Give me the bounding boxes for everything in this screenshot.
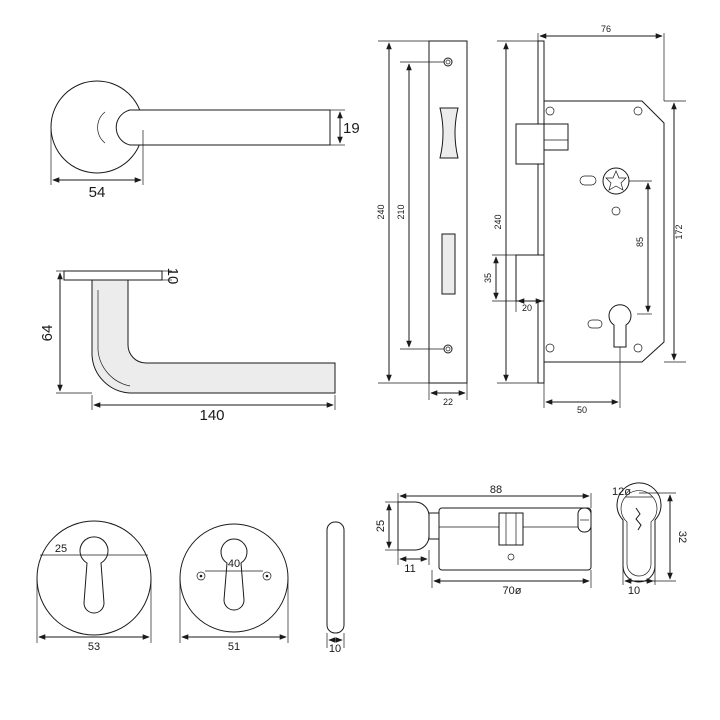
dim-lockbody-inner-label: 172 <box>674 224 684 239</box>
cylinder-view: 88 25 11 70ø <box>375 484 592 597</box>
dim-profile-width-label: 10 <box>628 585 640 597</box>
lever-handle-side <box>91 279 336 394</box>
lever-neck <box>97 111 106 144</box>
dim-lever-thickness-label: 19 <box>343 120 360 137</box>
lever-side-view: 10 64 140 <box>39 268 336 424</box>
faceplate-view: 240 210 22 <box>376 40 468 407</box>
dim-latch-width-label: 20 <box>522 303 532 313</box>
lockbody-deadbolt <box>515 254 545 302</box>
lockbody-case <box>543 100 665 363</box>
dim-faceplate-height-label: 240 <box>376 204 386 219</box>
escutcheon-side: 10 <box>326 521 345 655</box>
faceplate-bolt-slot <box>441 233 456 295</box>
cylinder-thumbturn-neck <box>428 512 440 540</box>
dim-profile-height-label: 32 <box>676 531 688 543</box>
dim-lockbody-height-label: 240 <box>493 214 503 229</box>
dim-backset-label: 50 <box>577 405 587 415</box>
escutcheon-side-profile <box>326 521 345 634</box>
dim-lever-width-label: 54 <box>89 184 106 201</box>
cylinder-profile: 12ø 32 10 <box>612 482 688 597</box>
dim-cylinder-diameter-label: 12ø <box>612 486 631 498</box>
dim-lever-length-label: 140 <box>199 407 224 424</box>
dim-screw-diameter-label: 51 <box>228 641 240 653</box>
dim-euro-diameter-label: 53 <box>88 641 100 653</box>
faceplate-latch-slot <box>439 107 459 159</box>
lockbody-latch <box>515 123 545 165</box>
screw-escutcheon: 40 51 <box>179 523 289 653</box>
side-rose-plate <box>63 270 163 281</box>
key-cut-icon <box>635 507 642 531</box>
dim-lever-height-label: 64 <box>39 325 56 342</box>
euro-keyhole <box>79 536 109 614</box>
lockbody-view: 76 240 172 85 35 20 50 <box>483 24 686 415</box>
dim-lockbody-center-label: 85 <box>635 237 645 247</box>
dim-screw-spacing-label: 40 <box>228 558 240 570</box>
lever-handle-top <box>115 109 331 146</box>
dim-knob-height-label: 25 <box>375 520 387 532</box>
spindle-hub <box>602 167 630 195</box>
dim-latch-height-label: 35 <box>483 273 493 283</box>
dim-cylinder-body-label: 70ø <box>503 585 522 597</box>
spindle-star-icon <box>605 170 627 191</box>
dim-knob-length-label: 11 <box>404 563 415 575</box>
lever-top-view: 54 19 <box>50 80 360 201</box>
dim-faceplate-width-label: 22 <box>443 397 453 407</box>
lockbody-cylinder-hole <box>608 304 632 348</box>
faceplate-body <box>428 40 468 384</box>
dim-escutcheon-thickness-label: 10 <box>329 643 341 655</box>
dim-rose-thickness-label: 10 <box>164 268 181 285</box>
dim-faceplate-inner-label: 210 <box>396 204 406 219</box>
dim-euro-hole-label: 25 <box>55 543 67 555</box>
euro-escutcheon: 25 53 <box>36 520 152 653</box>
dim-cylinder-total-label: 88 <box>490 484 502 496</box>
cylinder-cam <box>498 512 524 546</box>
dim-lockbody-depth-label: 76 <box>601 24 611 34</box>
screw-keyhole <box>220 538 248 611</box>
cylinder-thumbturn <box>397 501 430 551</box>
lockbody-forend <box>537 40 545 384</box>
